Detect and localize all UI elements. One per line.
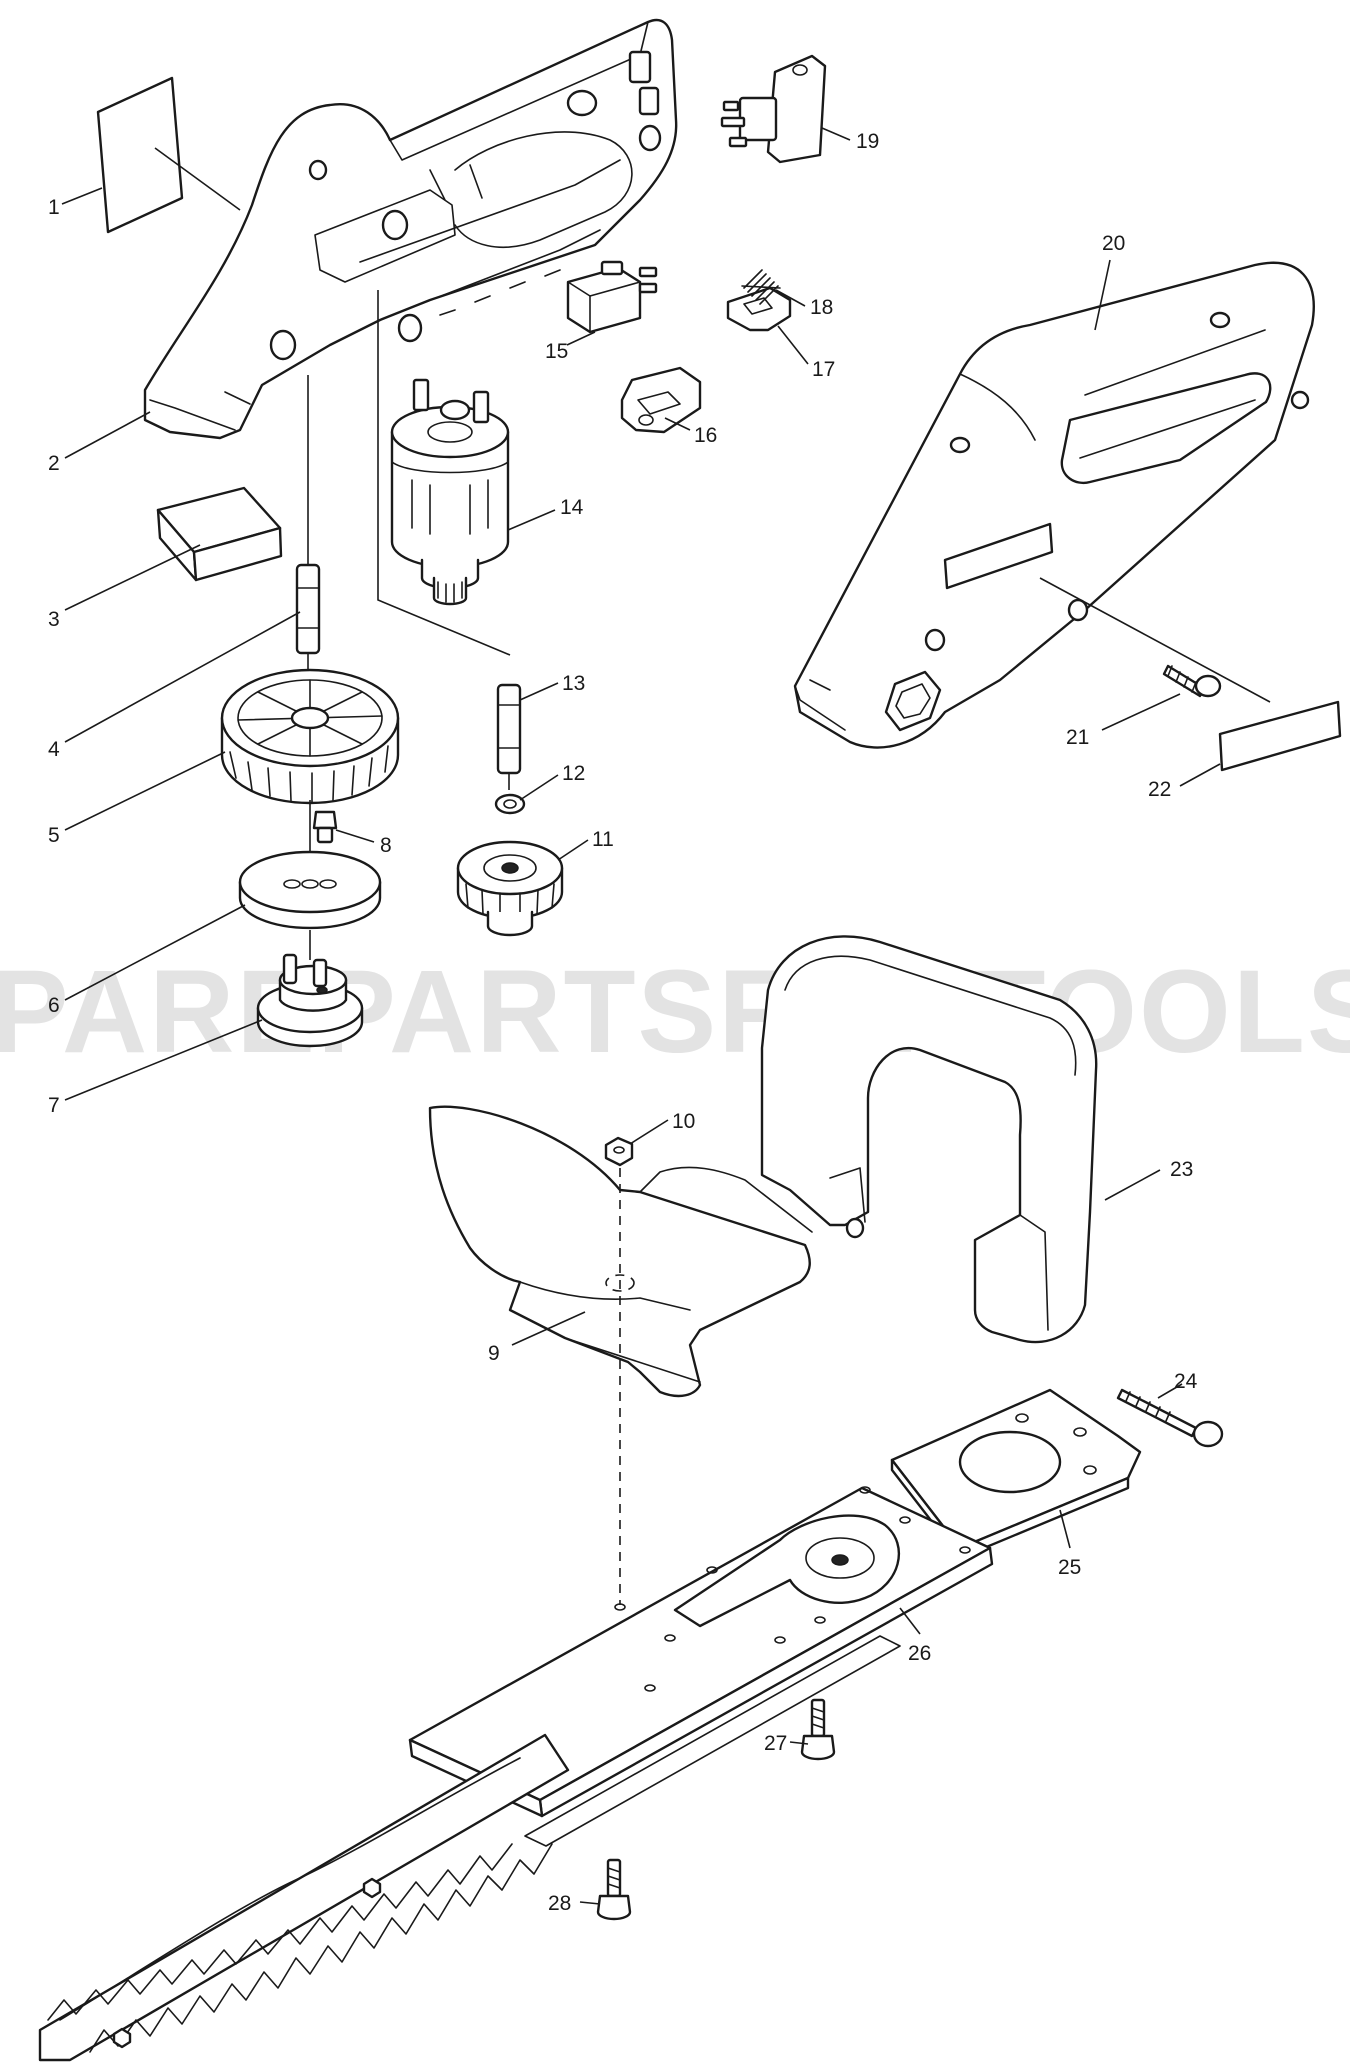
part-6-washer-plate (238, 850, 382, 960)
callout-numbers: 1 2 3 4 5 6 7 8 9 10 11 12 13 14 15 16 1… (48, 130, 1198, 1915)
callout-27: 27 (764, 1732, 787, 1755)
part-2-housing (143, 18, 678, 440)
callout-3: 3 (48, 608, 60, 631)
callout-10: 10 (672, 1110, 695, 1133)
part-13-drive-pin (377, 290, 522, 790)
part-5-large-gear (220, 668, 400, 805)
callout-13: 13 (562, 672, 585, 695)
part-12-small-washer (494, 793, 526, 815)
part-7-crank-cam (256, 953, 364, 1048)
callout-5: 5 (48, 824, 60, 847)
callout-18: 18 (810, 296, 833, 319)
part-1-label-plate (96, 76, 184, 234)
callout-21: 21 (1066, 726, 1089, 749)
part-26-blade-assembly (38, 1486, 994, 2062)
part-11-small-gear (456, 840, 564, 937)
part-21-screw (1162, 664, 1222, 698)
callout-8: 8 (380, 834, 392, 857)
callout-23: 23 (1170, 1158, 1193, 1181)
leader-lines (61, 127, 1271, 1905)
callout-14: 14 (560, 496, 584, 519)
part-14-motor (390, 378, 510, 606)
part-18-spring (741, 269, 781, 305)
part-24-bolt (1116, 1388, 1224, 1448)
callout-24: 24 (1174, 1370, 1198, 1393)
callout-20: 20 (1102, 232, 1125, 255)
part-23-front-handle (760, 935, 1098, 1344)
part-27-screw (800, 1698, 836, 1761)
callout-2: 2 (48, 452, 60, 475)
part-10-nut (604, 1136, 635, 1605)
callout-1: 1 (48, 196, 60, 219)
callout-9: 9 (488, 1342, 500, 1365)
callout-15: 15 (545, 340, 568, 363)
callout-26: 26 (908, 1642, 931, 1665)
part-17-lock-slider (726, 286, 792, 332)
watermark-text: PAREPARTSFORTOOLS.COM.A (0, 946, 1350, 1078)
callout-4: 4 (48, 738, 60, 761)
callout-12: 12 (562, 762, 585, 785)
callout-28: 28 (548, 1892, 571, 1915)
callout-25: 25 (1058, 1556, 1081, 1579)
part-3-foam-block (156, 486, 283, 582)
callout-19: 19 (856, 130, 879, 153)
part-28-screw (596, 1858, 632, 1921)
callout-6: 6 (48, 994, 60, 1017)
callout-22: 22 (1148, 778, 1171, 801)
part-19-connector (720, 54, 827, 164)
callout-11: 11 (592, 828, 614, 851)
callout-17: 17 (812, 358, 835, 381)
part-16-switch-lever (620, 366, 702, 434)
part-22-label (1218, 700, 1342, 772)
part-4-shaft (295, 375, 321, 680)
part-15-switch (566, 260, 658, 334)
part-20-housing-half (793, 261, 1315, 749)
callout-7: 7 (48, 1094, 60, 1117)
part-8-small-bolt (309, 800, 338, 880)
callout-16: 16 (694, 424, 717, 447)
